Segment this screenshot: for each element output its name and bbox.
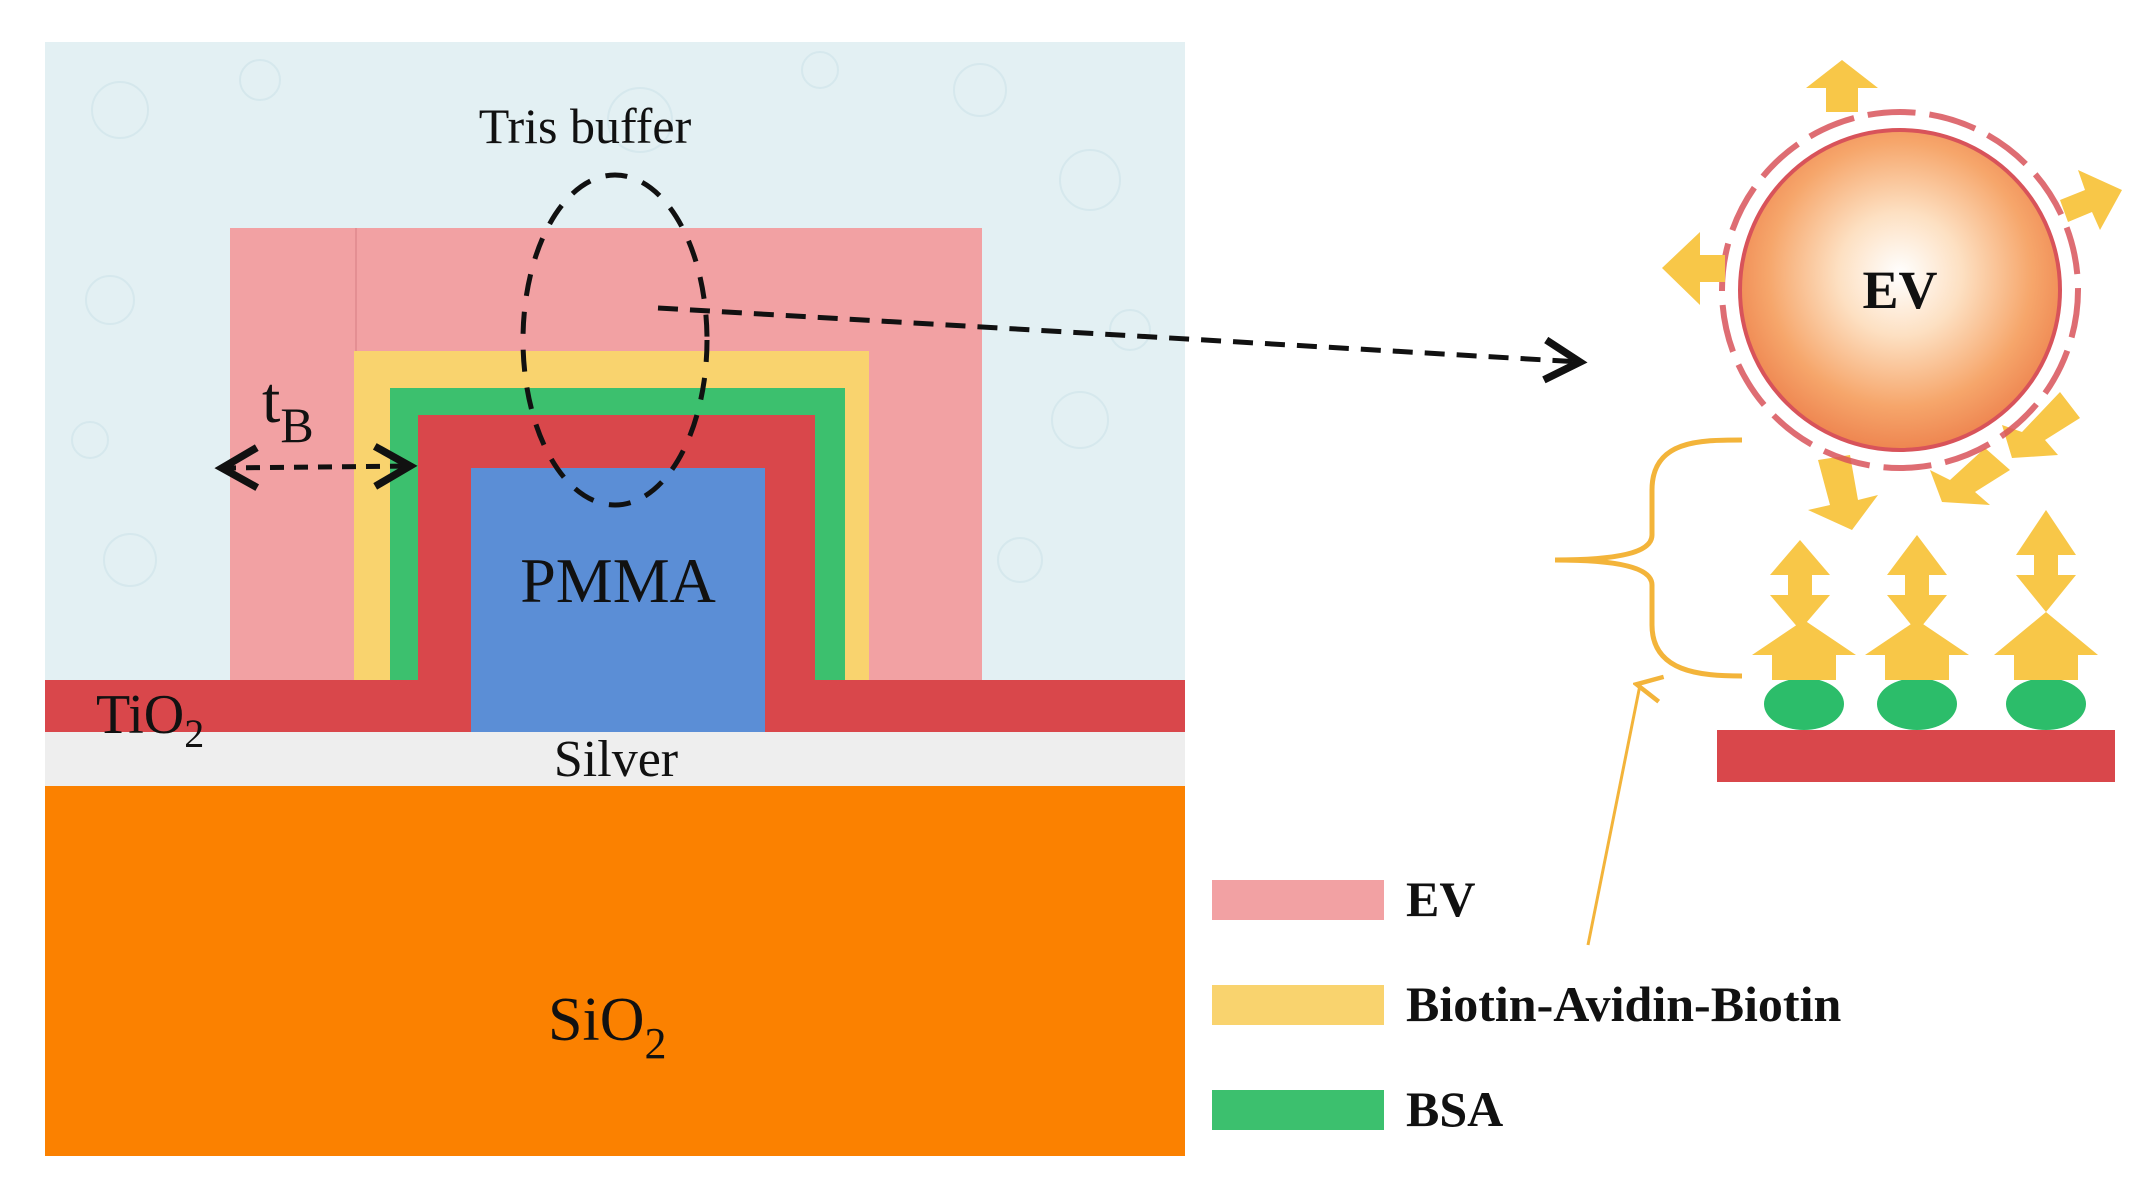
up-arrow-icon (1806, 60, 1878, 112)
up-arrow-icon (1752, 620, 1856, 680)
detail-linkers (1752, 392, 2098, 680)
ev-particle (1738, 128, 2062, 452)
tio2-label: TiO2 (96, 684, 204, 756)
tris-buffer-label: Tris buffer (479, 98, 692, 154)
legend-label: Biotin-Avidin-Biotin (1406, 976, 1841, 1032)
pmma-label: PMMA (520, 545, 716, 616)
buffer-texture (71, 51, 1151, 587)
down-arrow-icon (2002, 392, 2080, 458)
sio2-label: SiO2 (548, 986, 666, 1068)
double-arrow-icon (1887, 535, 1947, 632)
legend-pointer (1586, 685, 1640, 946)
left-arrow-icon (1662, 232, 1725, 305)
up-arrow-icon (1865, 620, 1969, 680)
ev-particle-label: EV (1862, 260, 1937, 320)
right-arrow-icon (2060, 170, 2122, 230)
pmma-core (471, 468, 765, 732)
highlight-ellipse (520, 172, 710, 508)
down-arrow-icon (1808, 455, 1878, 530)
ev-outward-arrows (1662, 60, 2122, 305)
detail-bsa-blobs (1764, 678, 2086, 730)
silver-layer (45, 732, 1185, 786)
down-arrow-icon (1930, 448, 2010, 505)
legend-label: EV (1406, 871, 1475, 927)
ev-membrane-ring (1719, 109, 2081, 471)
legend-swatch (1212, 1090, 1384, 1130)
linker-brace (1554, 437, 1743, 679)
tb-label: tB (262, 364, 314, 453)
legend-swatch (1212, 985, 1384, 1025)
double-arrow-icon (1770, 540, 1830, 630)
double-arrow-icon (2016, 510, 2076, 612)
up-arrow-icon (1994, 612, 2098, 680)
legend-label: BSA (1406, 1081, 1503, 1137)
sio2-substrate (45, 786, 1185, 1156)
bsa-blob (1877, 678, 1957, 730)
tb-arrow (214, 443, 418, 491)
zoom-arrow (657, 305, 1588, 384)
detail-substrate (1717, 730, 2115, 782)
silver-label: Silver (554, 731, 678, 788)
legend-swatch (1212, 880, 1384, 920)
bsa-blob (1764, 678, 1844, 730)
bsa-blob (2006, 678, 2086, 730)
